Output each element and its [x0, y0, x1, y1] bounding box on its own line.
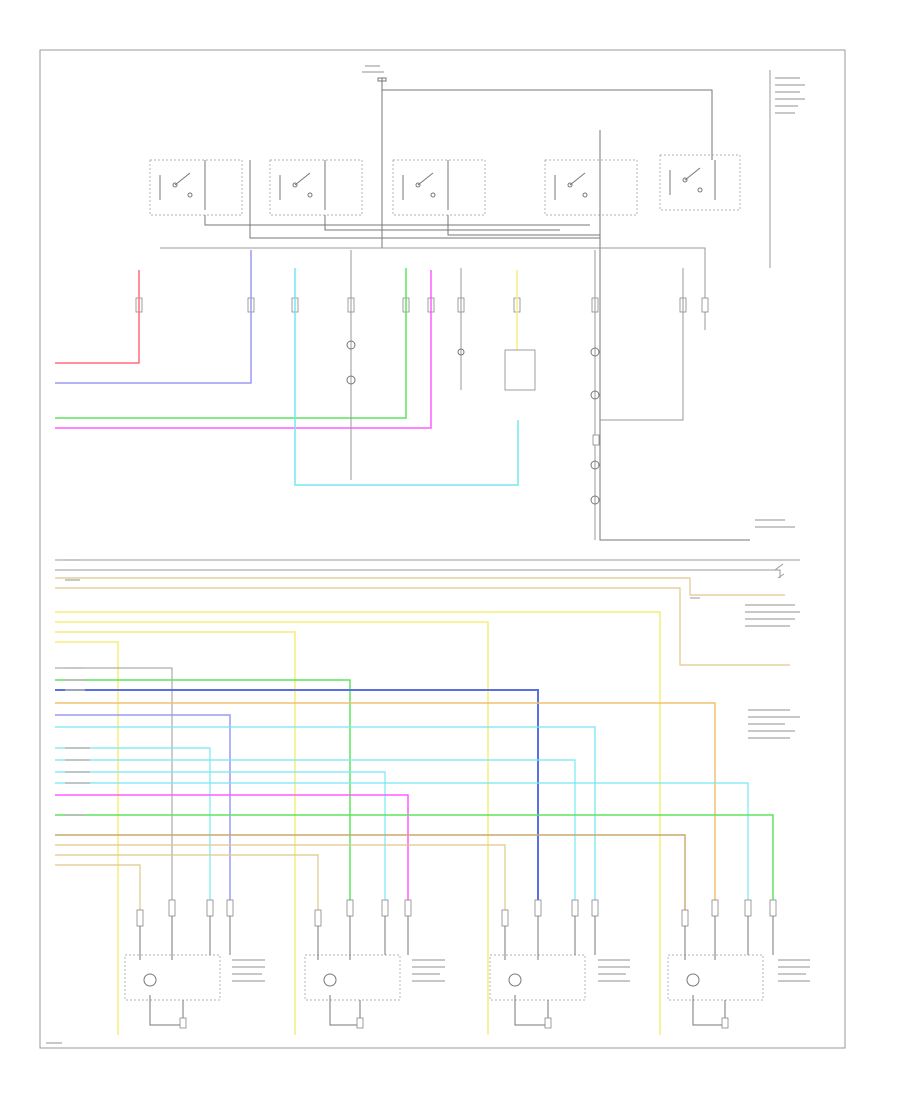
top-wires — [55, 250, 684, 540]
switch-assembly-4 — [544, 130, 638, 216]
wire-magenta-top — [55, 270, 432, 429]
wire-cyan-loop — [294, 268, 519, 486]
actuator-assembly-3 — [489, 916, 596, 1029]
actuator-assembly-2 — [304, 916, 409, 1029]
harness-wires — [55, 559, 800, 1035]
bottom-connectors — [136, 899, 777, 927]
actuator-assembly-4 — [667, 916, 774, 1029]
top-connectors — [135, 297, 709, 313]
wire-pink — [55, 270, 140, 364]
wire-green-top — [55, 268, 407, 419]
actuator-assembly-1 — [124, 916, 231, 1029]
switch-assembly-1 — [149, 159, 243, 216]
top-components — [346, 340, 785, 579]
top-switch-section — [149, 70, 771, 541]
diagram-frame — [39, 49, 846, 1049]
wire-lavender — [55, 250, 252, 384]
switch-assembly-5 — [659, 154, 741, 211]
switch-assembly-3 — [392, 159, 486, 216]
illegible-labels — [46, 65, 810, 1044]
switch-assembly-2 — [269, 159, 363, 216]
